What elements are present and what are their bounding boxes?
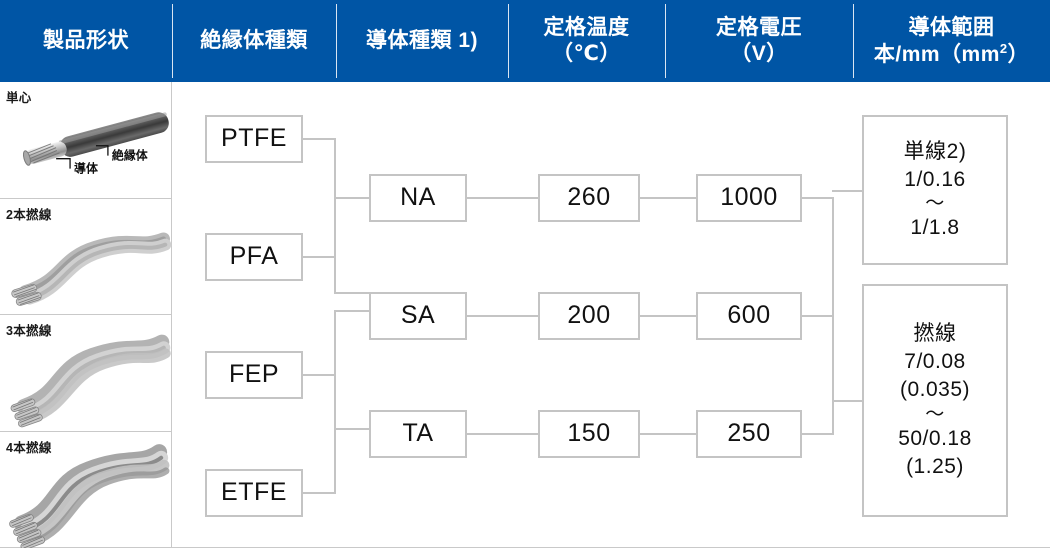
square-superscript: 2: [999, 40, 1008, 56]
node-label: PTFE: [221, 124, 287, 153]
node-range-stranded-wire[interactable]: 撚線 7/0.08 (0.035) ～ 50/0.18 (1.25): [862, 284, 1008, 517]
node-label: 250: [727, 419, 771, 448]
range-line: (1.25): [906, 454, 964, 478]
connector-150-to-250: [640, 433, 696, 435]
connector-bus-top: [334, 138, 336, 294]
connector-600-out: [802, 315, 834, 317]
connector-bus-to-stranded-range: [832, 400, 862, 402]
node-label: 260: [567, 183, 611, 212]
node-voltage-600[interactable]: 600: [696, 292, 802, 340]
range-title: 単線2): [903, 139, 967, 163]
column-header-line1: 導体範囲: [908, 15, 995, 39]
connector-bus-to-sa-lower: [334, 310, 369, 312]
node-label: PFA: [229, 242, 279, 271]
callout-lines: [56, 145, 109, 169]
range-tilde: ～: [925, 193, 945, 215]
node-insulator-fep[interactable]: FEP: [205, 351, 303, 399]
node-temperature-150[interactable]: 150: [538, 410, 640, 458]
column-header-rated-temperature: 定格温度 （℃）: [508, 0, 665, 82]
connector-bus-bottom: [334, 310, 336, 492]
column-header-conductor-type: 導体種類 1): [336, 0, 508, 82]
node-temperature-200[interactable]: 200: [538, 292, 640, 340]
column-header-rated-voltage: 定格電圧 （V）: [665, 0, 853, 82]
single-core-wire-image: 導体 絶縁体: [22, 112, 169, 176]
table-header-row: 製品形状 絶縁体種類 導体種類 1) 定格温度 （℃） 定格電圧 （V） 導体範…: [0, 0, 1050, 82]
connector-bus-voltage: [832, 197, 834, 433]
product-shape-label: 単心: [6, 91, 32, 105]
node-conductor-na[interactable]: NA: [369, 174, 467, 222]
column-header-product-shape: 製品形状: [0, 0, 172, 82]
node-label: SA: [400, 301, 436, 330]
connector-ta-to-150: [467, 433, 538, 435]
node-insulator-etfe[interactable]: ETFE: [205, 469, 303, 517]
connector-etfe-out: [303, 492, 336, 494]
node-insulator-ptfe[interactable]: PTFE: [205, 115, 303, 163]
node-temperature-260[interactable]: 260: [538, 174, 640, 222]
product-shape-cell-single-core: 単心: [0, 82, 172, 199]
column-header-line1: 製品形状: [43, 29, 129, 53]
connector-200-to-600: [640, 315, 696, 317]
connector-fep-out: [303, 374, 336, 376]
product-shape-cell-three-core: 3本撚線: [0, 315, 172, 432]
connector-250-out: [802, 433, 834, 435]
node-range-solid-wire[interactable]: 単線2) 1/0.16 ～ 1/1.8: [862, 115, 1008, 265]
node-label: 150: [567, 419, 611, 448]
product-shape-cell-four-core: 4本撚線: [0, 432, 172, 548]
range-tilde: ～: [925, 403, 945, 425]
connector-ptfe-out: [303, 138, 336, 140]
node-label: TA: [402, 419, 434, 448]
three-core-twisted-wire-image: [10, 334, 171, 428]
connector-bus-to-sa-upper: [334, 292, 369, 294]
range-line: 1/1.8: [910, 216, 960, 240]
column-header-line2: （V）: [730, 42, 788, 65]
connector-na-to-260: [467, 197, 538, 199]
connector-sa-to-200: [467, 315, 538, 317]
range-title: 撚線: [913, 322, 957, 346]
column-header-line1: 定格電圧: [716, 16, 802, 40]
node-voltage-1000[interactable]: 1000: [696, 174, 802, 222]
node-label: 600: [727, 301, 771, 330]
product-shape-label: 3本撚線: [6, 324, 52, 338]
product-shape-label: 4本撚線: [6, 440, 52, 455]
range-line: 50/0.18: [898, 426, 972, 450]
node-insulator-pfa[interactable]: PFA: [205, 233, 303, 281]
connector-260-to-1000: [640, 197, 696, 199]
range-line: 1/0.16: [904, 167, 966, 191]
node-label: 1000: [720, 183, 778, 212]
node-label: ETFE: [221, 478, 287, 507]
range-line: 7/0.08: [904, 350, 966, 374]
node-conductor-sa[interactable]: SA: [369, 292, 467, 340]
connector-bus-to-na: [334, 197, 369, 199]
node-voltage-250[interactable]: 250: [696, 410, 802, 458]
connector-pfa-out: [303, 256, 336, 258]
column-header-line1: 定格温度: [543, 16, 630, 40]
callout-label-insulator: 絶縁体: [112, 148, 149, 163]
column-header-line2: （℃）: [552, 42, 621, 65]
connector-1000-out: [802, 197, 834, 199]
connector-bus-to-ta: [334, 428, 369, 430]
column-header-line1: 絶縁体種類: [200, 29, 308, 53]
node-conductor-ta[interactable]: TA: [369, 410, 467, 458]
column-header-insulator-type: 絶縁体種類: [172, 0, 336, 82]
callout-label-conductor: 導体: [74, 161, 99, 176]
node-label: NA: [400, 183, 436, 212]
product-shape-label: 2本撚線: [6, 207, 52, 222]
two-core-twisted-wire-image: [11, 231, 172, 306]
column-header-conductor-range: 導体範囲 本/mm（mm2）: [853, 0, 1050, 82]
node-label: 200: [567, 301, 611, 330]
product-shape-column: 単心: [0, 82, 172, 548]
connector-bus-to-solid-range: [832, 190, 862, 192]
flow-diagram-column: PTFE PFA FEP ETFE NA SA: [172, 82, 1050, 548]
four-core-twisted-wire-image: [9, 443, 170, 548]
product-shape-cell-two-core: 2本撚線: [0, 199, 172, 315]
flow-diagram: PTFE PFA FEP ETFE NA SA: [172, 82, 1050, 548]
column-header-line1: 導体種類 1): [365, 29, 478, 53]
node-label: FEP: [228, 360, 280, 389]
table-body: 単心: [0, 82, 1050, 548]
range-line: (0.035): [899, 378, 971, 402]
column-header-line2: 本/mm（mm2）: [873, 40, 1030, 66]
